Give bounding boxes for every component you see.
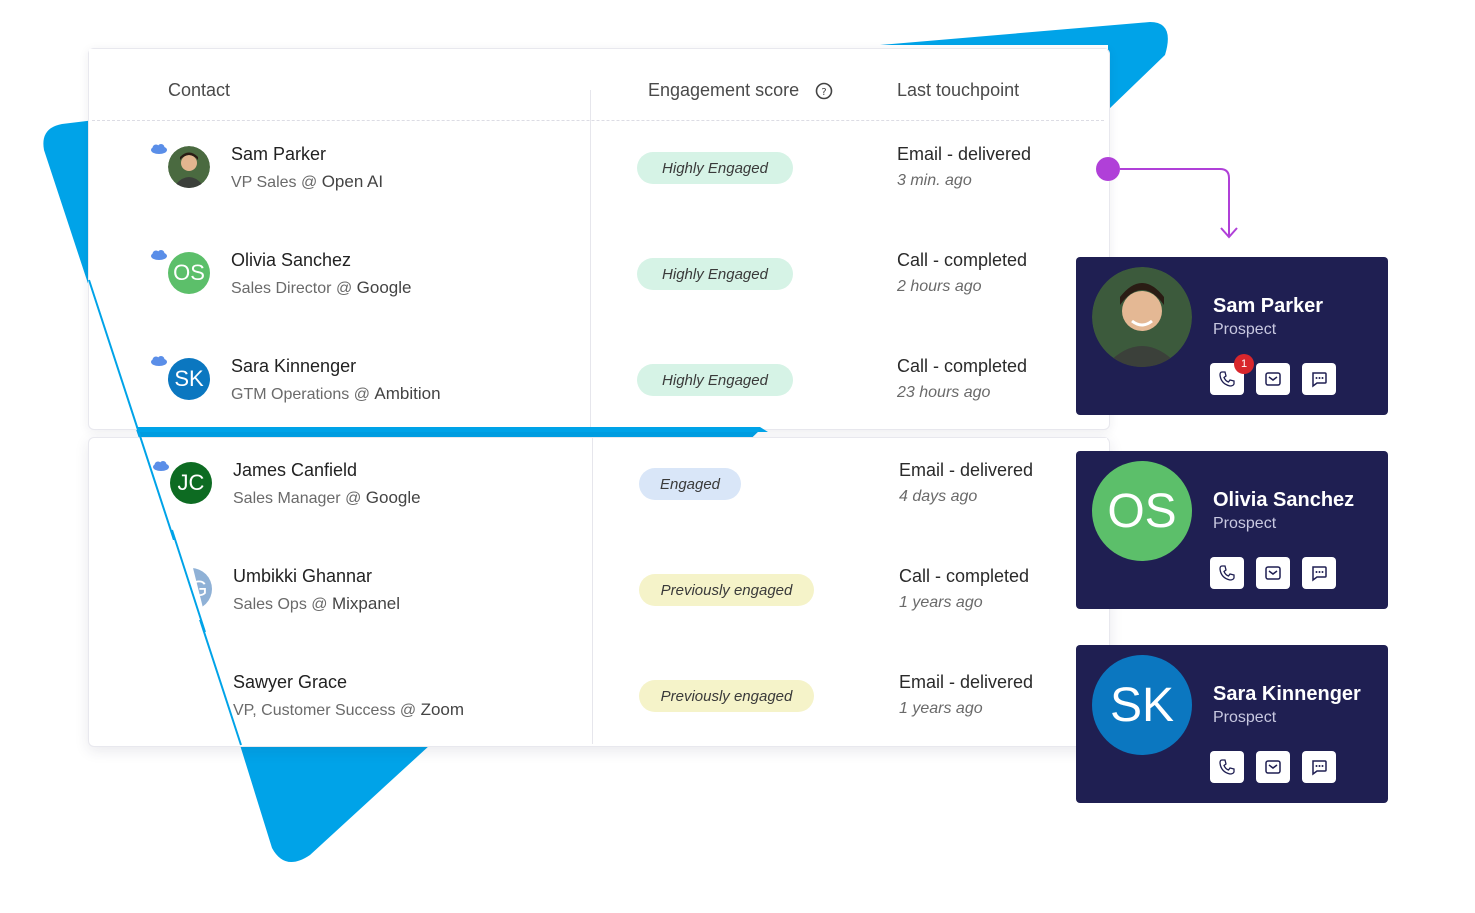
help-circle-icon[interactable]: ? [815,82,833,100]
contact-name[interactable]: Sara Kinnenger [231,356,357,376]
phone-icon [1219,371,1235,387]
header-divider [92,120,1104,121]
contact-name[interactable]: Olivia Sanchez [231,250,352,270]
job-title: Sales Manager [233,490,341,507]
at-symbol: @ [335,280,353,297]
avatar [168,146,210,188]
prospect-name[interactable]: Sam Parker [1213,295,1324,317]
touchpoint-time: 1 years ago [899,594,983,611]
salesforce-cloud-icon [153,461,169,471]
message-button[interactable] [1302,751,1336,783]
at-symbol: @ [399,702,417,719]
email-button[interactable] [1256,751,1290,783]
company-name: Zoom [420,700,465,719]
engagement-badge: Highly Engaged [637,152,793,184]
salesforce-cloud-icon [151,356,167,366]
at-symbol: @ [300,174,318,191]
prospect-role: Prospect [1213,709,1277,726]
header-engagement-score[interactable]: Engagement score [648,80,800,100]
job-title: VP, Customer Success [233,702,396,719]
contact-title: Sales Manager @ Google [233,488,421,508]
touchpoint-time: 23 hours ago [897,384,991,401]
touchpoint-time: 2 hours ago [897,278,982,295]
prospect-name[interactable]: Sara Kinnenger [1213,683,1361,705]
at-symbol: @ [353,386,370,403]
contact-title: Sales Ops @ Mixpanel [233,594,400,614]
chat-icon [1312,372,1327,388]
call-button[interactable] [1210,751,1244,783]
job-title: VP Sales [231,174,297,191]
engagement-badge: Highly Engaged [637,364,793,396]
touchpoint-type: Call - completed [897,356,1028,376]
prospect-role: Prospect [1213,515,1277,532]
company-name: Google [356,278,412,297]
touchpoint-type: Email - delivered [899,460,1034,480]
company-name: Ambition [374,384,441,403]
touchpoint-time: 4 days ago [899,488,978,505]
avatar: JC [170,462,212,504]
salesforce-cloud-icon [151,250,167,260]
touchpoint-time: 3 min. ago [897,172,972,189]
contact-title: Sales Director @ Google [231,278,411,298]
prospect-avatar: OS [1092,461,1192,561]
job-title: Sales Director [231,280,332,297]
message-button[interactable] [1302,557,1336,589]
mail-icon [1265,566,1281,580]
prospect-card[interactable]: Sam Parker Prospect [1076,257,1388,415]
svg-text:?: ? [821,87,826,98]
job-title: GTM Operations [231,386,350,403]
call-button[interactable] [1210,557,1244,589]
avatar: SK [168,358,210,400]
column-divider-top [590,90,591,427]
company-name: Mixpanel [331,594,401,613]
column-divider-bottom [592,438,593,744]
chat-icon [1312,566,1327,582]
contact-name[interactable]: Umbikki Ghannar [233,566,373,586]
phone-icon [1219,759,1235,775]
email-button[interactable] [1256,557,1290,589]
contact-title: VP, Customer Success @ Zoom [233,700,464,720]
touchpoint-type: Call - completed [899,566,1030,586]
phone-icon [1219,565,1235,581]
prospect-role: Prospect [1213,321,1277,338]
prospect-avatar: SK [1092,655,1192,755]
engagement-badge: Previously engaged [639,574,814,606]
salesforce-cloud-icon [151,144,167,154]
at-symbol: @ [345,490,362,507]
engagement-badge: Engaged [639,468,741,500]
touchpoint-type: Email - delivered [899,672,1034,692]
avatar: OS [168,252,210,294]
engagement-badge: Highly Engaged [637,258,793,290]
message-button[interactable] [1302,363,1336,395]
contact-name[interactable]: Sam Parker [231,144,327,164]
company-name: Open AI [321,172,384,191]
prospect-name[interactable]: Olivia Sanchez [1213,489,1355,511]
prospect-avatar [1092,267,1192,367]
engagement-badge: Previously engaged [639,680,814,712]
mail-icon [1265,372,1281,386]
email-button[interactable] [1256,363,1290,395]
contact-title: VP Sales @ Open AI [231,172,383,192]
notification-badge: 1 [1234,354,1254,374]
contact-title: GTM Operations @ Ambition [231,384,441,404]
mail-icon [1265,760,1281,774]
contact-name[interactable]: Sawyer Grace [233,672,348,692]
touchpoint-type: Email - delivered [897,144,1032,164]
header-contact[interactable]: Contact [168,80,231,100]
touchpoint-type: Call - completed [897,250,1028,270]
prospect-card[interactable]: SK Sara Kinnenger Prospect [1076,645,1388,803]
prospect-card[interactable]: OS Olivia Sanchez Prospect [1076,451,1388,609]
touchpoint-time: 1 years ago [899,700,983,717]
job-title: Sales Ops [233,596,307,613]
avatar: UG [170,568,212,610]
contact-name[interactable]: James Canfield [233,460,358,480]
header-last-touchpoint[interactable]: Last touchpoint [897,80,1020,100]
at-symbol: @ [311,596,328,613]
company-name: Google [365,488,421,507]
chat-icon [1312,760,1327,776]
